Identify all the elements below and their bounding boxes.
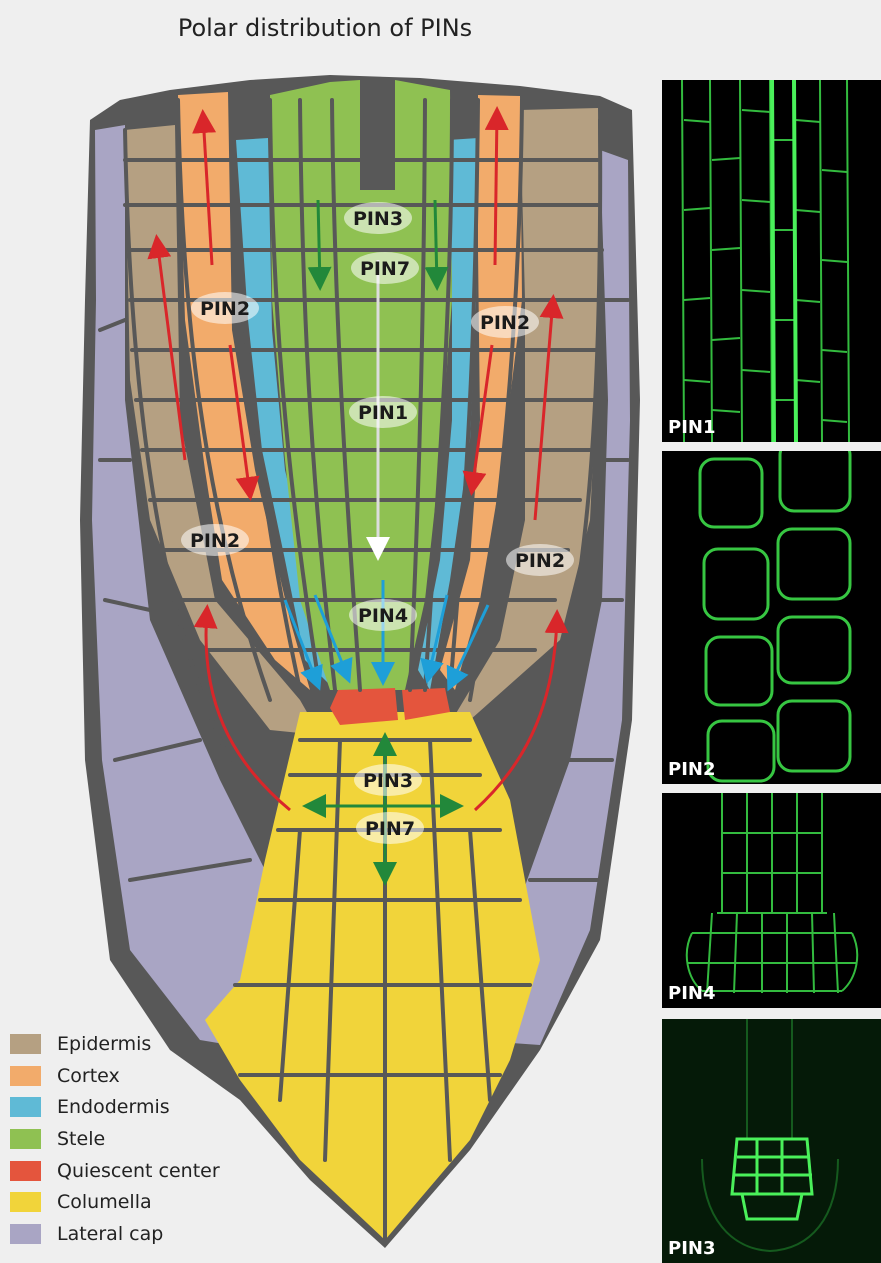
legend-label: Endodermis [57,1096,170,1118]
label-pin2-right-upper: PIN2 [480,312,530,334]
micrograph-pin4: PIN4 [662,793,881,1008]
legend-label: Epidermis [57,1033,151,1055]
legend: Epidermis Cortex Endodermis Stele Quiesc… [10,1028,220,1250]
legend-swatch [10,1161,41,1181]
legend-label: Lateral cap [57,1223,163,1245]
legend-item-stele: Stele [10,1123,220,1155]
legend-item-columella: Columella [10,1186,220,1218]
label-pin2-left-upper: PIN2 [200,298,250,320]
legend-swatch [10,1129,41,1149]
legend-label: Cortex [57,1065,120,1087]
label-pin3-bottom: PIN3 [363,770,413,792]
micrograph-pin1: PIN1 [662,80,881,442]
label-pin2-left-lower: PIN2 [190,530,240,552]
micrograph-pin2-image [662,451,881,784]
legend-item-lateral-cap: Lateral cap [10,1218,220,1250]
micrograph-label-pin4: PIN4 [668,983,715,1004]
micrograph-pin4-image [662,793,881,1008]
arrow-pin2-cortex-up-right [495,112,497,265]
legend-swatch [10,1097,41,1117]
micrograph-pin3-image [662,1019,881,1263]
label-pin4: PIN4 [358,605,408,627]
micrograph-label-pin2: PIN2 [668,759,715,780]
label-pin7-top: PIN7 [360,258,410,280]
legend-swatch [10,1224,41,1244]
legend-label: Quiescent center [57,1160,220,1182]
micrograph-label-pin1: PIN1 [668,417,715,438]
legend-swatch [10,1192,41,1212]
legend-item-cortex: Cortex [10,1060,220,1092]
label-pin1: PIN1 [358,402,408,424]
legend-swatch [10,1034,41,1054]
legend-item-endodermis: Endodermis [10,1091,220,1123]
label-pin2-right-lower: PIN2 [515,550,565,572]
legend-label: Stele [57,1128,105,1150]
arrow-pin3-stele-left [318,200,320,285]
legend-swatch [10,1066,41,1086]
label-pin7-bottom: PIN7 [365,818,415,840]
label-pin3-top: PIN3 [353,208,403,230]
micrograph-pin3: PIN3 [662,1019,881,1263]
region-quiescent-center [330,688,398,725]
legend-item-epidermis: Epidermis [10,1028,220,1060]
arrow-pin3-stele-right [435,200,437,285]
micrograph-pin2: PIN2 [662,451,881,784]
legend-label: Columella [57,1191,152,1213]
micrograph-pin1-image [662,80,881,442]
legend-item-quiescent-center: Quiescent center [10,1155,220,1187]
micrograph-label-pin3: PIN3 [668,1238,715,1259]
